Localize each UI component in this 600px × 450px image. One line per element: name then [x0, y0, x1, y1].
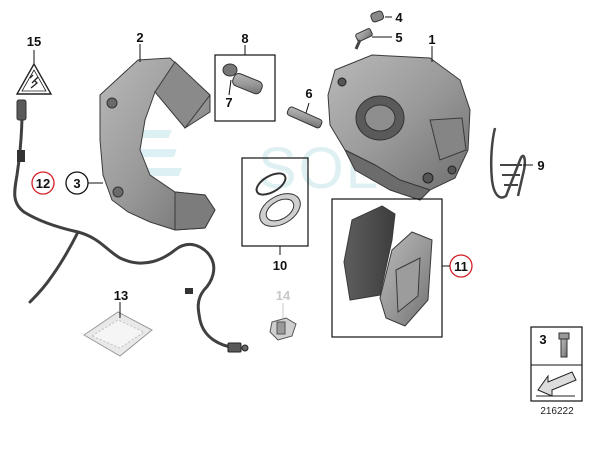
callout-5[interactable]: 5 [395, 30, 402, 45]
callout-7[interactable]: 7 [225, 95, 232, 110]
callout-12[interactable]: 12 [36, 176, 50, 191]
kit-11-frame [331, 198, 443, 338]
legend-frame [530, 326, 583, 402]
callout-6[interactable]: 6 [305, 86, 312, 101]
brake-caliper [327, 54, 471, 201]
leader-6 [305, 102, 310, 114]
brake-wear-warning-icon [15, 62, 53, 95]
callout-9[interactable]: 9 [537, 158, 544, 173]
guide-bolt-kit [222, 63, 263, 95]
wire-holder-clip [269, 317, 297, 341]
bleed-screw-cap [370, 10, 385, 23]
callout-11[interactable]: 11 [454, 259, 468, 274]
grease-packet [83, 311, 153, 357]
callout-15[interactable]: 15 [27, 34, 41, 49]
reference-number: 216222 [540, 406, 574, 417]
callout-4[interactable]: 4 [395, 10, 403, 25]
leader-7 [228, 79, 232, 96]
kit-10-frame [241, 157, 309, 247]
callout-13[interactable]: 13 [114, 288, 128, 303]
caliper-carrier [99, 57, 216, 231]
callout-1[interactable]: 1 [428, 32, 435, 47]
callout-3[interactable]: 3 [73, 176, 80, 191]
callout-10[interactable]: 10 [273, 258, 287, 273]
legend-arrow-icon [536, 371, 577, 397]
brake-pad-set [343, 205, 433, 327]
callout-14[interactable]: 14 [276, 288, 291, 303]
callout-12-highlight-ring [31, 171, 55, 195]
callout-8[interactable]: 8 [241, 31, 248, 46]
anti-rattle-spring [489, 127, 527, 199]
guide-pin [286, 106, 323, 129]
callout-2[interactable]: 2 [136, 30, 143, 45]
bleed-screw [354, 28, 373, 50]
piston-seal-kit [255, 172, 301, 227]
legend-callout-3[interactable]: 3 [539, 332, 546, 347]
brake-wear-sensor [13, 99, 249, 353]
legend-bolt-icon [558, 332, 570, 358]
